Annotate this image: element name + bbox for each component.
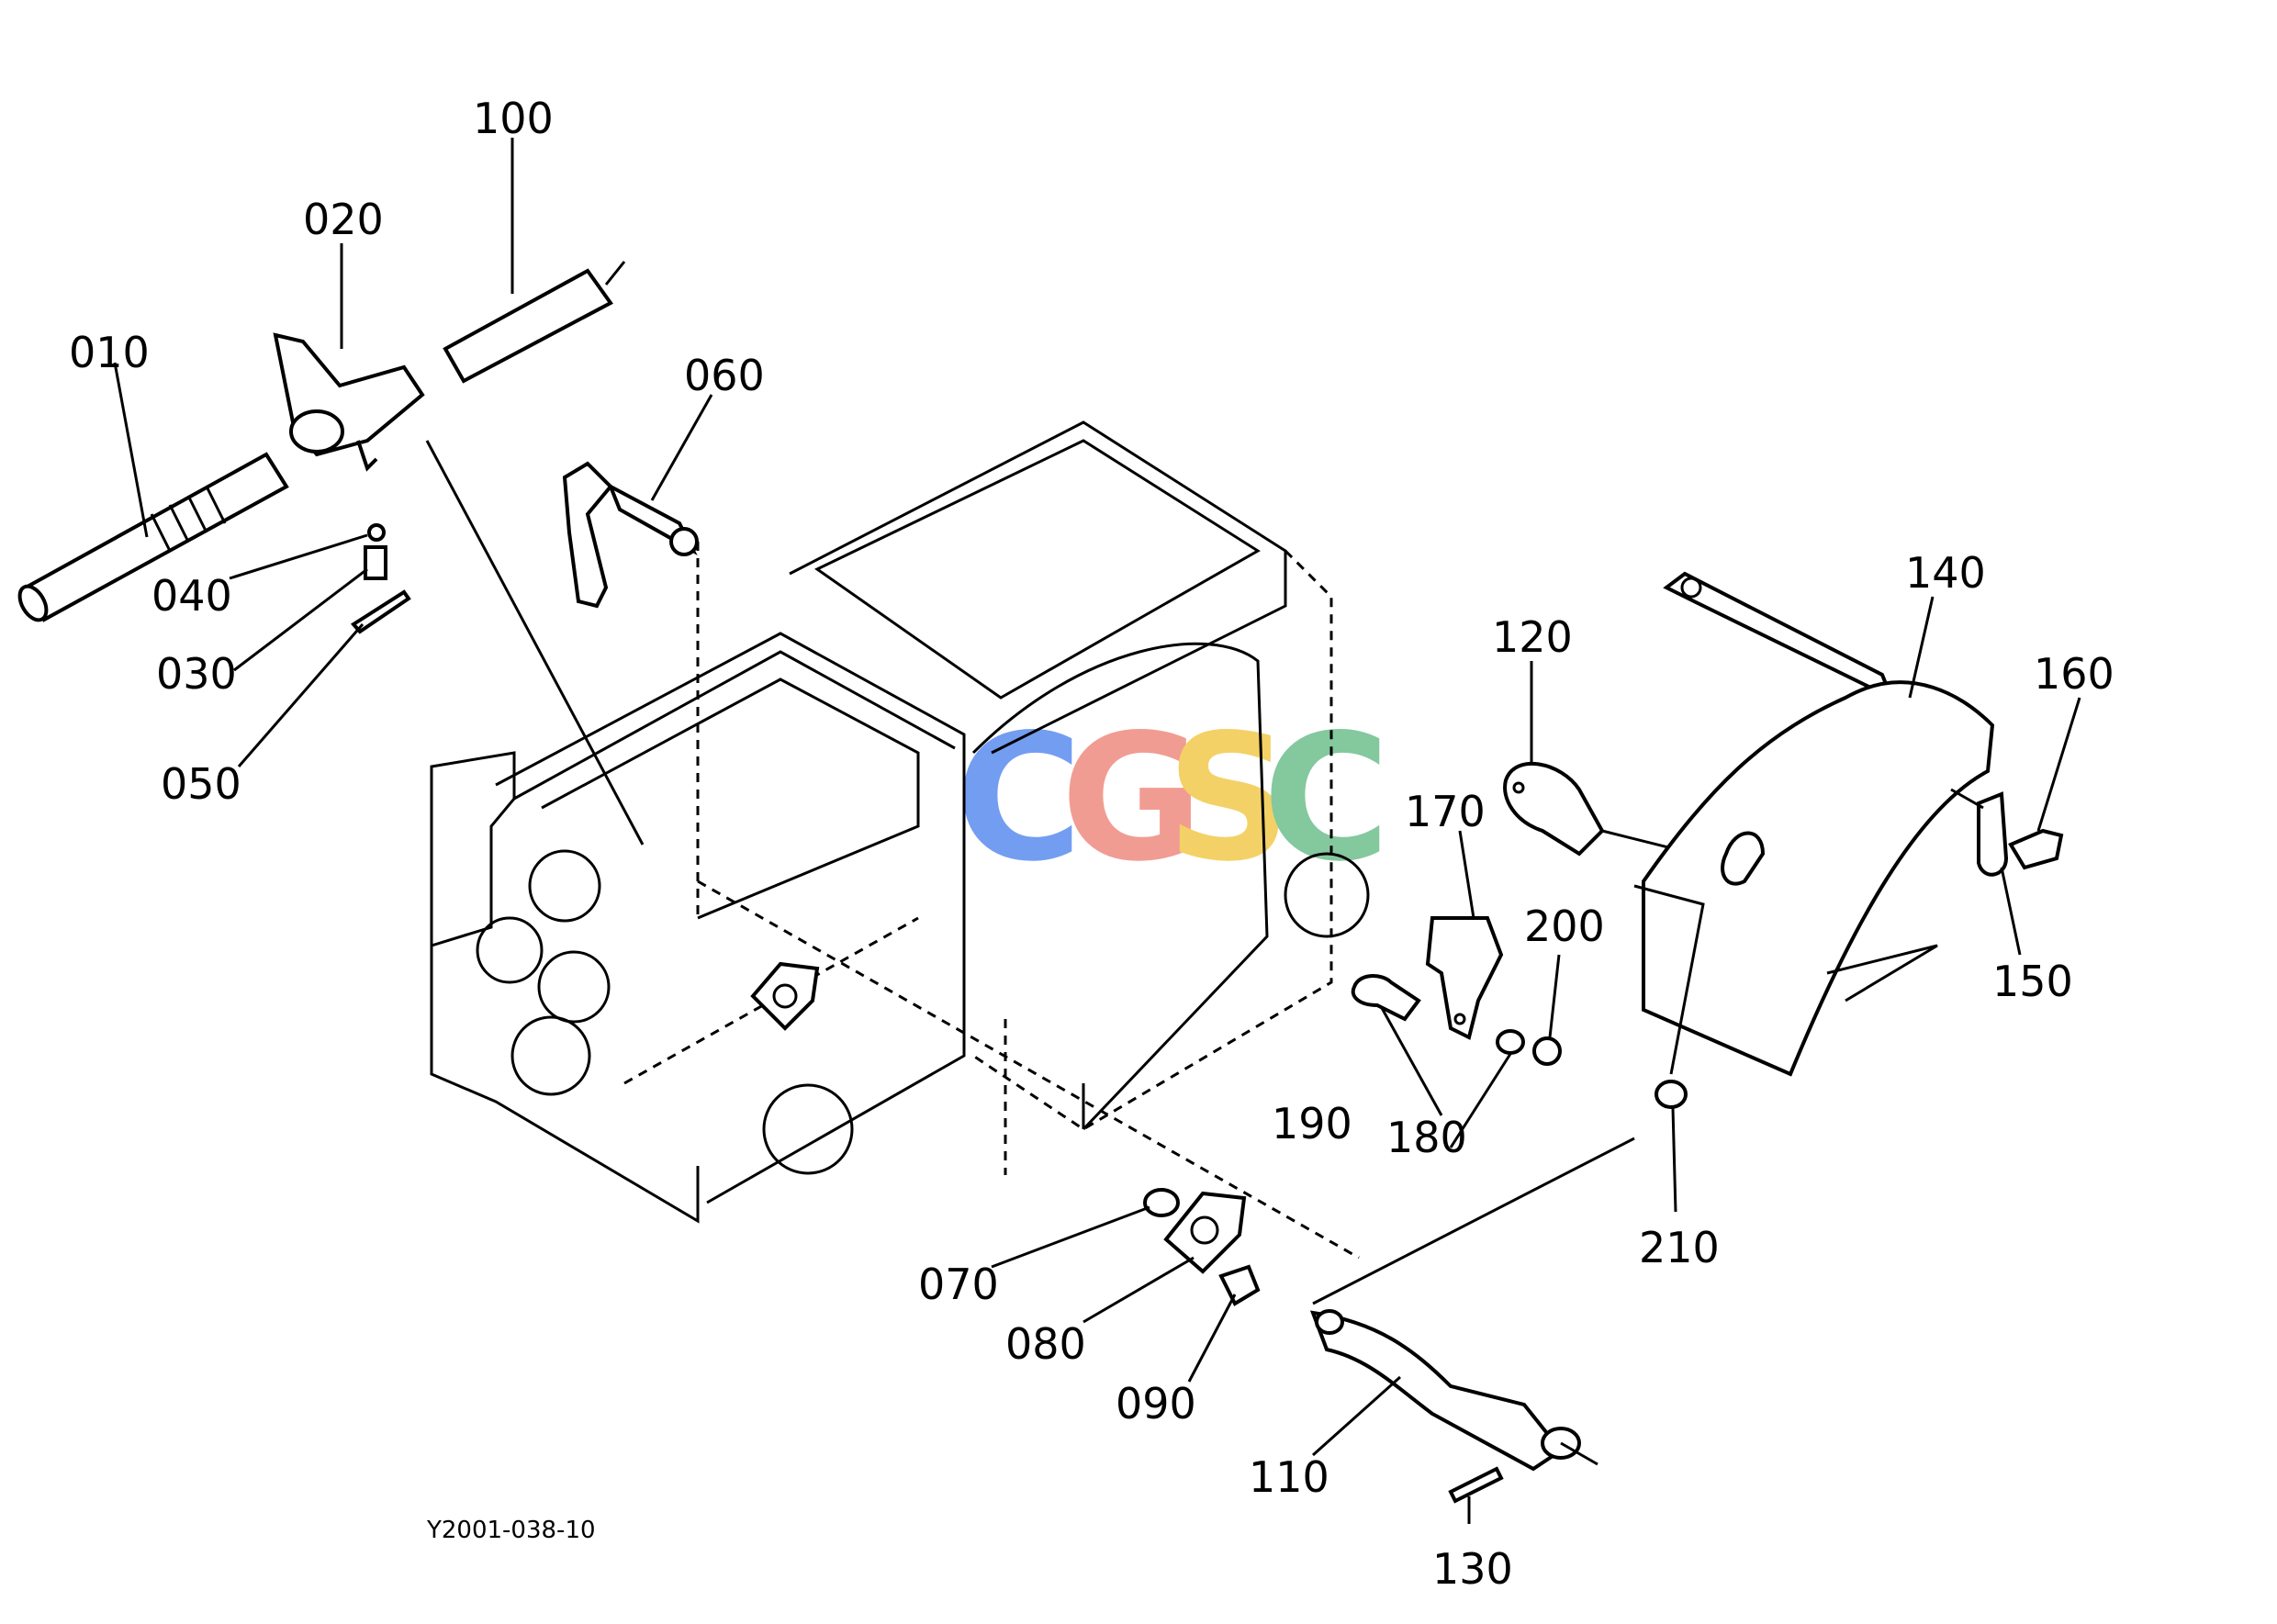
callout-060: 060 <box>684 351 765 400</box>
housing-boss-front <box>762 1083 854 1175</box>
part-190-bolt <box>1351 974 1421 1022</box>
part-040-ball <box>367 523 386 542</box>
callout-190: 190 <box>1272 1099 1352 1148</box>
callout-030: 030 <box>156 649 237 699</box>
transmission-housing <box>425 420 1370 1260</box>
housing-port-4 <box>510 1015 591 1096</box>
part-080-flange <box>1163 1191 1247 1274</box>
part-150-clip <box>1950 788 2009 877</box>
callout-labels: 010 020 030 040 050 060 070 080 090 100 … <box>69 94 2114 1594</box>
callout-090: 090 <box>1116 1379 1196 1428</box>
callout-100: 100 <box>473 94 554 143</box>
part-210-nut <box>1654 1080 1688 1109</box>
part-110-pedal-arm <box>1309 1137 1635 1472</box>
housing-boss-rear <box>1284 852 1370 938</box>
callout-150: 150 <box>1992 957 2073 1006</box>
part-140-cover <box>1633 571 1995 1077</box>
callout-140: 140 <box>1905 548 1986 598</box>
part-180-washer <box>1496 1029 1525 1055</box>
callout-170: 170 <box>1405 787 1486 836</box>
part-170-bracket <box>1425 916 1504 1040</box>
callout-160: 160 <box>2034 649 2114 699</box>
callout-180: 180 <box>1386 1113 1467 1162</box>
callout-080: 080 <box>1005 1319 1086 1369</box>
part-200-washer <box>1532 1036 1562 1066</box>
part-100-shaft <box>443 261 626 384</box>
callout-200: 200 <box>1524 902 1605 951</box>
part-060-lever <box>562 461 699 609</box>
callout-070: 070 <box>918 1260 999 1309</box>
housing-port-2 <box>476 916 544 984</box>
part-070-o-ring <box>1143 1188 1180 1217</box>
drawing-reference: Y2001-038-10 <box>426 1517 596 1544</box>
housing-port-1 <box>528 849 601 923</box>
callout-010: 010 <box>69 328 150 377</box>
leader-lines <box>113 138 2081 1524</box>
part-160-bolt <box>2008 828 2064 870</box>
part-010-shift-rod <box>17 452 289 622</box>
callout-020: 020 <box>303 195 384 244</box>
watermark-letter-s: S <box>1166 697 1292 900</box>
callout-210: 210 <box>1639 1223 1720 1272</box>
part-030-spring <box>364 545 387 580</box>
watermark-logo: C G S C <box>955 697 1390 900</box>
part-020-shift-fork <box>273 332 425 472</box>
callout-130: 130 <box>1432 1544 1513 1594</box>
watermark-letter-c2: C <box>1262 697 1390 900</box>
part-130-pin <box>1448 1466 1504 1504</box>
watermark-letter-g: G <box>1060 697 1204 900</box>
watermark-letter-c1: C <box>955 697 1082 900</box>
part-flange-boss <box>750 961 820 1031</box>
housing-port-3 <box>537 950 611 1024</box>
callout-110: 110 <box>1249 1452 1329 1502</box>
part-090-bolt <box>1218 1264 1261 1306</box>
callout-040: 040 <box>151 571 232 621</box>
callout-120: 120 <box>1492 612 1573 662</box>
callout-050: 050 <box>161 759 241 809</box>
